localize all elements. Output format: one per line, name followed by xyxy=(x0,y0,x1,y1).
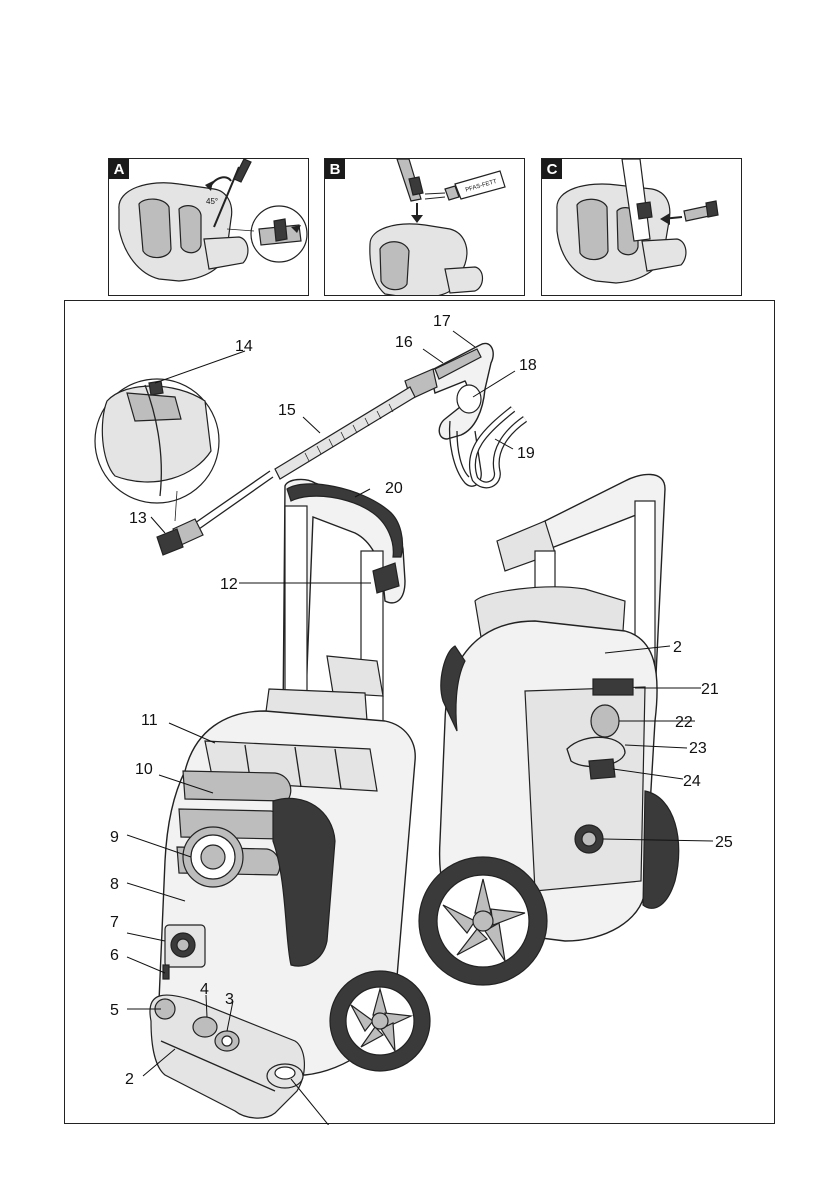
callout-11: 11 xyxy=(141,712,158,729)
main-illustration: 1 2 2 3 4 5 6 7 8 9 10 11 12 13 14 15 16… xyxy=(94,313,733,1125)
callout-13: 13 xyxy=(129,510,147,527)
callout-10: 10 xyxy=(135,761,153,778)
callout-3: 3 xyxy=(225,991,234,1008)
callout-15: 15 xyxy=(278,402,296,419)
callout-25: 25 xyxy=(715,834,733,851)
callout-8: 8 xyxy=(110,876,119,893)
detail-panel-a: 45° A xyxy=(108,158,309,296)
front-machine xyxy=(149,478,431,1119)
callout-14: 14 xyxy=(235,338,253,355)
callout-4: 4 xyxy=(200,981,209,998)
callout-2-rear: 2 xyxy=(673,639,682,656)
callout-9: 9 xyxy=(110,829,119,846)
callout-21: 21 xyxy=(701,681,719,698)
panel-c-illustration xyxy=(556,159,719,284)
detail-panel-b: PFAS-FETT B xyxy=(324,158,525,296)
callout-12: 12 xyxy=(220,576,238,593)
callout-22: 22 xyxy=(675,714,693,731)
leader-lines xyxy=(126,330,714,1125)
callout-2: 2 xyxy=(125,1071,134,1088)
callout-23: 23 xyxy=(689,740,707,757)
detail-panel-c: C xyxy=(541,158,742,296)
panel-letter-c: C xyxy=(542,159,562,179)
panel-letter-b: B xyxy=(325,159,345,179)
angle-label: 45° xyxy=(206,197,218,206)
main-figure: 1 2 2 3 4 5 6 7 8 9 10 11 12 13 14 15 16… xyxy=(64,300,775,1125)
callout-numbers: 1 2 2 3 4 5 6 7 8 9 10 11 12 13 14 15 16… xyxy=(110,313,733,1088)
panel-a-illustration: 45° xyxy=(118,159,308,282)
callout-7: 7 xyxy=(110,914,119,931)
callout-24: 24 xyxy=(683,773,701,790)
callout-18: 18 xyxy=(519,357,537,374)
callout-5: 5 xyxy=(110,1002,119,1019)
spray-gun-group xyxy=(94,342,528,556)
callout-17: 17 xyxy=(433,313,451,330)
panel-letter-a: A xyxy=(109,159,129,179)
callout-19: 19 xyxy=(517,445,535,462)
callout-20: 20 xyxy=(385,480,403,497)
rear-machine xyxy=(418,473,680,986)
callout-16: 16 xyxy=(395,334,413,351)
panel-b-illustration: PFAS-FETT xyxy=(369,159,506,295)
callout-6: 6 xyxy=(110,947,119,964)
